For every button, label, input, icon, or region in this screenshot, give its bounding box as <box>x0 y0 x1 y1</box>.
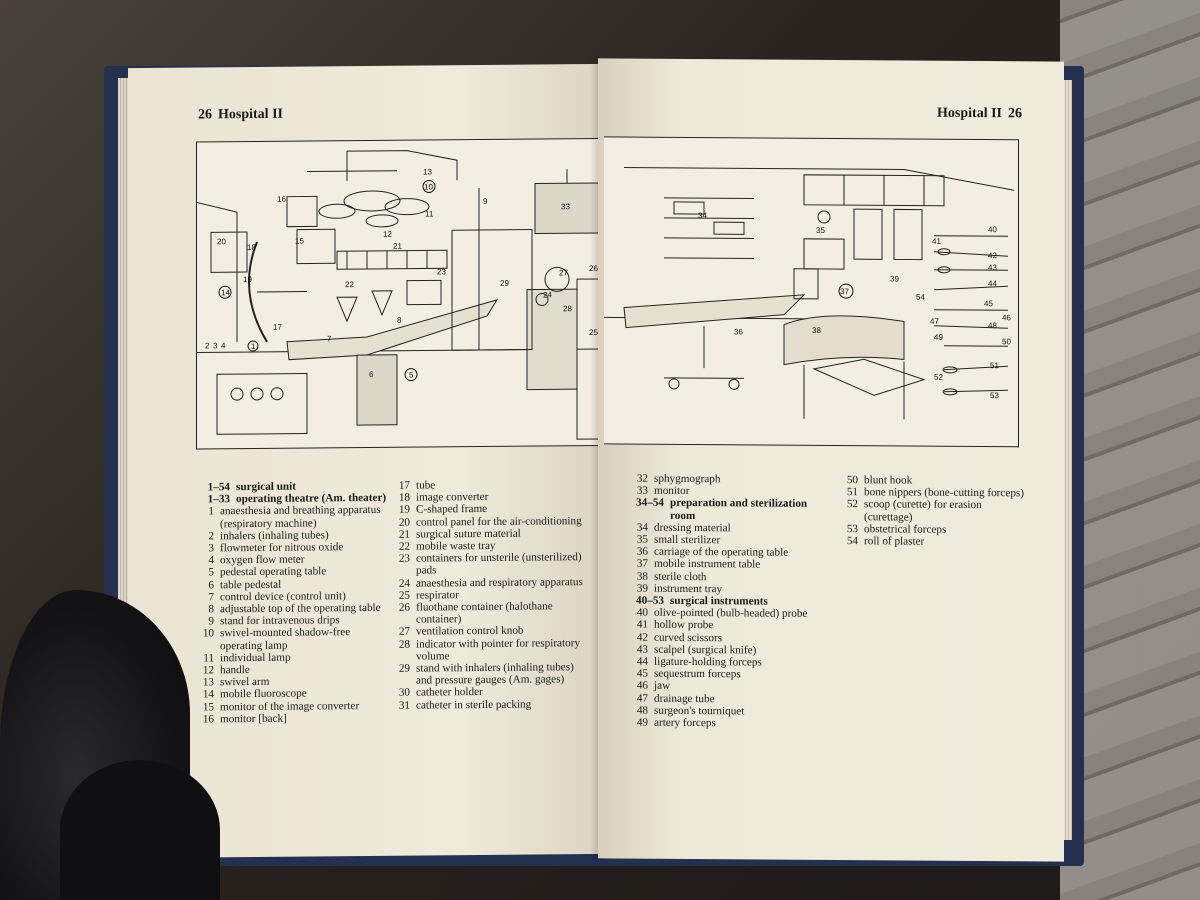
svg-text:3: 3 <box>213 341 218 350</box>
svg-text:12: 12 <box>383 230 392 239</box>
right-page-header: Hospital II 26 <box>937 106 1022 123</box>
svg-text:19: 19 <box>243 275 252 284</box>
svg-text:35: 35 <box>816 226 825 235</box>
svg-text:23: 23 <box>437 267 446 276</box>
svg-text:33: 33 <box>561 202 570 211</box>
svg-text:22: 22 <box>345 280 354 289</box>
gloved-thumb <box>60 760 220 900</box>
svg-text:9: 9 <box>483 197 488 206</box>
svg-text:16: 16 <box>277 195 286 204</box>
svg-text:40: 40 <box>988 225 997 234</box>
svg-text:51: 51 <box>990 361 999 370</box>
svg-text:39: 39 <box>890 274 899 283</box>
svg-text:8: 8 <box>397 316 402 325</box>
svg-text:48: 48 <box>988 321 997 330</box>
svg-text:53: 53 <box>990 391 999 400</box>
left-page-number: 26 <box>198 107 212 123</box>
svg-text:20: 20 <box>217 237 226 246</box>
svg-text:41: 41 <box>932 237 941 246</box>
svg-text:4: 4 <box>221 341 226 350</box>
svg-text:52: 52 <box>934 373 943 382</box>
svg-text:47: 47 <box>930 317 939 326</box>
svg-text:50: 50 <box>1002 337 1011 346</box>
svg-text:28: 28 <box>563 304 572 313</box>
svg-text:43: 43 <box>988 263 997 272</box>
sterilization-room-illustration: 34 35 36 37 38 39 40 41 42 43 44 45 46 4… <box>604 136 1019 448</box>
right-page-number: 26 <box>1008 106 1022 122</box>
svg-text:11: 11 <box>425 209 434 218</box>
svg-text:5: 5 <box>409 371 414 380</box>
svg-text:27: 27 <box>559 268 568 277</box>
svg-text:34: 34 <box>698 211 707 220</box>
svg-text:21: 21 <box>393 242 402 251</box>
svg-text:46: 46 <box>1002 313 1011 322</box>
svg-text:6: 6 <box>369 370 374 379</box>
svg-text:24: 24 <box>543 290 552 299</box>
svg-text:29: 29 <box>500 279 509 288</box>
svg-text:2: 2 <box>205 341 210 350</box>
svg-text:54: 54 <box>916 293 925 302</box>
left-page-title: Hospital II <box>218 106 283 123</box>
svg-text:18: 18 <box>247 243 256 252</box>
svg-text:1: 1 <box>251 342 256 351</box>
left-page-header: 26 Hospital II <box>198 107 283 124</box>
svg-text:36: 36 <box>734 327 743 336</box>
sterilization-room-drawing: 34 35 36 37 38 39 40 41 42 43 44 45 46 4… <box>604 167 1015 420</box>
svg-text:37: 37 <box>840 287 849 296</box>
svg-text:13: 13 <box>423 167 432 176</box>
right-page: Hospital II 26 <box>598 58 1064 862</box>
svg-text:45: 45 <box>984 299 993 308</box>
svg-text:44: 44 <box>988 279 997 288</box>
svg-text:38: 38 <box>812 326 821 335</box>
svg-text:10: 10 <box>424 182 433 191</box>
svg-text:15: 15 <box>295 237 304 246</box>
svg-text:7: 7 <box>327 334 332 343</box>
svg-text:26: 26 <box>589 264 598 273</box>
svg-text:25: 25 <box>589 328 598 337</box>
right-page-title: Hospital II <box>937 105 1002 122</box>
svg-text:49: 49 <box>934 333 943 342</box>
svg-text:17: 17 <box>273 323 282 332</box>
svg-text:42: 42 <box>988 251 997 260</box>
svg-text:14: 14 <box>221 288 230 297</box>
